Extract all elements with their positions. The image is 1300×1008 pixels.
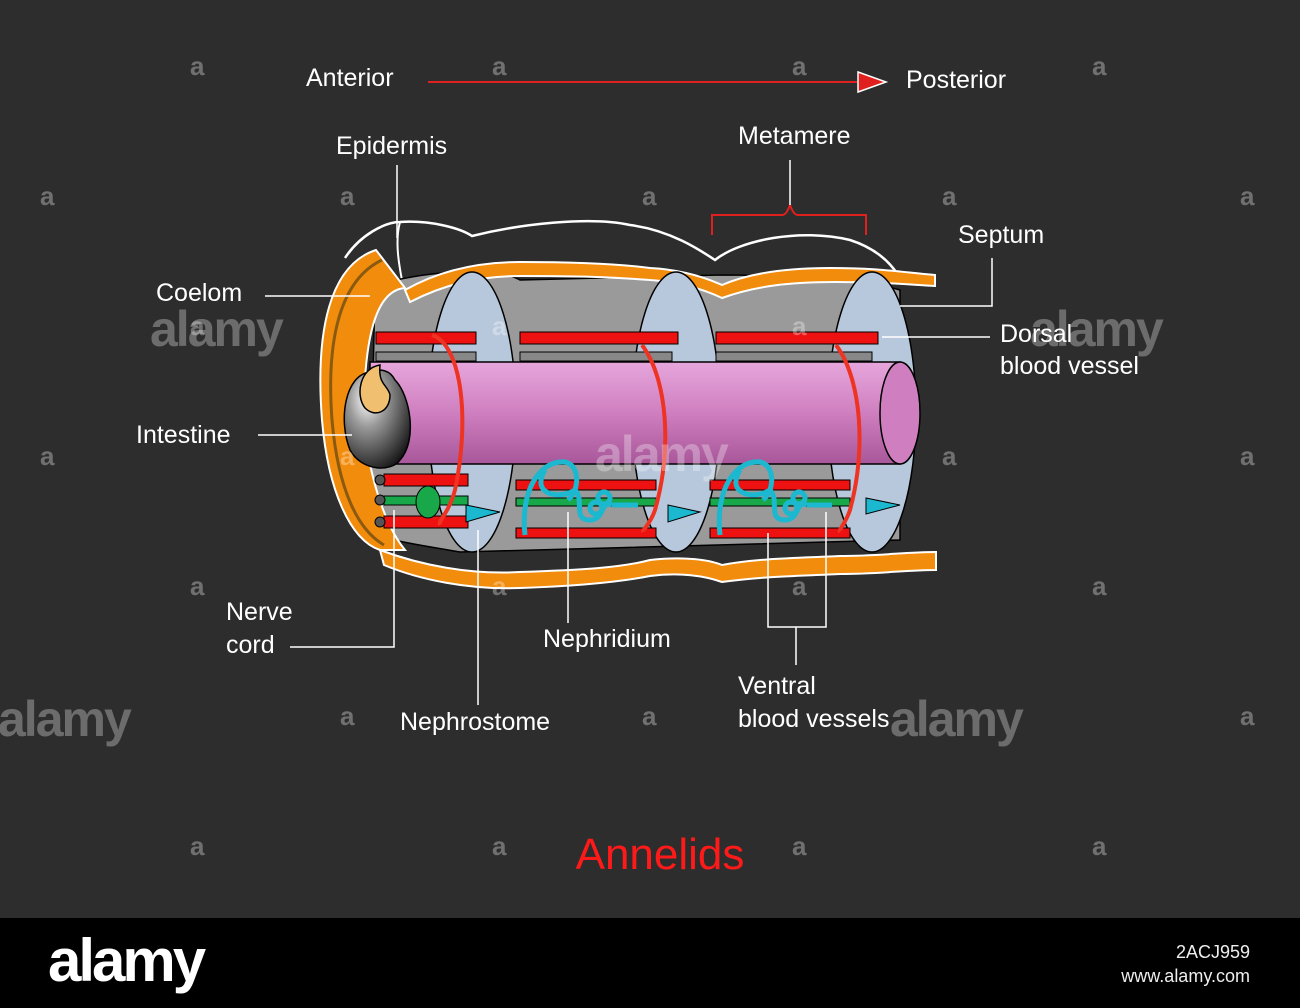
wm-a: a [942, 181, 957, 211]
wm-a: a [1092, 571, 1107, 601]
vessel-end-1 [374, 474, 386, 486]
wm-a: a [1092, 831, 1107, 861]
vessel-end-2 [374, 494, 386, 506]
leader-lines [258, 160, 993, 705]
watermark-brand: alamy [1030, 301, 1164, 357]
label-nephridium: Nephridium [543, 625, 671, 653]
watermark-letters: a a a a a a a a a a a a a a a a a a a a a a a a a a a [40, 51, 1255, 861]
wm-a: a [1240, 441, 1255, 471]
loop-vessel-2 [640, 343, 668, 533]
wm-a: a [340, 441, 355, 471]
label-ventral-line2: blood vessels [738, 705, 890, 733]
label-nephrostome: Nephrostome [400, 708, 551, 736]
gray-vessel-seg2 [519, 351, 673, 362]
ventral-vessel-seg3b [709, 527, 851, 539]
wm-a: a [190, 311, 205, 341]
label-coelom: Coelom [156, 279, 243, 307]
dorsal-vessel-seg3 [715, 331, 879, 345]
label-nerve-line2: cord [226, 631, 275, 659]
wm-a: a [190, 831, 205, 861]
wm-a: a [1240, 181, 1255, 211]
nerve-ganglion [415, 485, 441, 519]
wm-a: a [340, 701, 355, 731]
label-anterior: Anterior [306, 64, 394, 92]
label-ventral-line1: Ventral [738, 672, 816, 700]
dorsal-vessel-seg1 [375, 331, 477, 345]
wm-a: a [190, 571, 205, 601]
nephrostome-1 [465, 504, 501, 523]
wm-a: a [642, 701, 657, 731]
wm-a: a [1092, 51, 1107, 81]
wm-a: a [492, 311, 507, 341]
wm-a: a [190, 51, 205, 81]
wm-a: a [792, 311, 807, 341]
front-ring-inner [329, 258, 385, 547]
footer-image-id: 2ACJ959 [1175, 942, 1250, 962]
intestine-end [879, 361, 921, 465]
muscle-bottom [378, 548, 937, 590]
wm-a: a [642, 181, 657, 211]
watermark-brand: alamy [595, 426, 729, 482]
loop-vessel-1 [431, 333, 465, 526]
ventral-vessel-seg3a [709, 479, 851, 491]
direction-arrowhead [857, 70, 889, 94]
watermark-brand: alamy [150, 301, 284, 357]
wm-a: a [942, 441, 957, 471]
label-septum: Septum [958, 221, 1045, 249]
nephridium-2 [716, 459, 832, 536]
wm-a: a [340, 181, 355, 211]
wm-a: a [40, 441, 55, 471]
nephridium-1 [521, 459, 638, 536]
gray-vessel-seg1 [375, 351, 477, 362]
wm-a: a [792, 571, 807, 601]
label-metamere: Metamere [738, 122, 851, 150]
wm-a: a [1240, 701, 1255, 731]
wm-a: a [492, 51, 507, 81]
wm-a: a [792, 831, 807, 861]
footer-brand: alamy [48, 927, 206, 994]
ventral-vessel-seg2a [515, 479, 657, 491]
intestine-fold [359, 364, 391, 414]
dorsal-vessel-seg2 [519, 331, 679, 345]
label-dorsal-line2: blood vessel [1000, 352, 1139, 380]
ventral-vessel-seg2b [515, 527, 657, 539]
vessel-end-3 [374, 516, 386, 528]
watermark-brand: alamy [890, 691, 1024, 747]
watermark-brand: alamy [0, 691, 132, 747]
wm-a: a [792, 51, 807, 81]
label-epidermis: Epidermis [336, 132, 448, 160]
label-dorsal-line1: Dorsal [1000, 320, 1073, 348]
wm-a: a [40, 181, 55, 211]
label-posterior: Posterior [906, 66, 1007, 94]
nephrostome-3 [865, 497, 901, 515]
nephrostome-2 [667, 504, 702, 523]
wm-a: a [492, 831, 507, 861]
wm-a: a [492, 571, 507, 601]
loop-vessel-3 [834, 343, 862, 534]
epidermis-outline [343, 219, 900, 276]
diagram-title: Annelids [575, 830, 745, 879]
footer-site: www.alamy.com [1121, 966, 1250, 986]
gray-vessel-seg3 [715, 351, 873, 362]
label-nerve-line1: Nerve [226, 598, 293, 626]
label-intestine: Intestine [136, 421, 231, 449]
footer-bar [0, 918, 1300, 1008]
